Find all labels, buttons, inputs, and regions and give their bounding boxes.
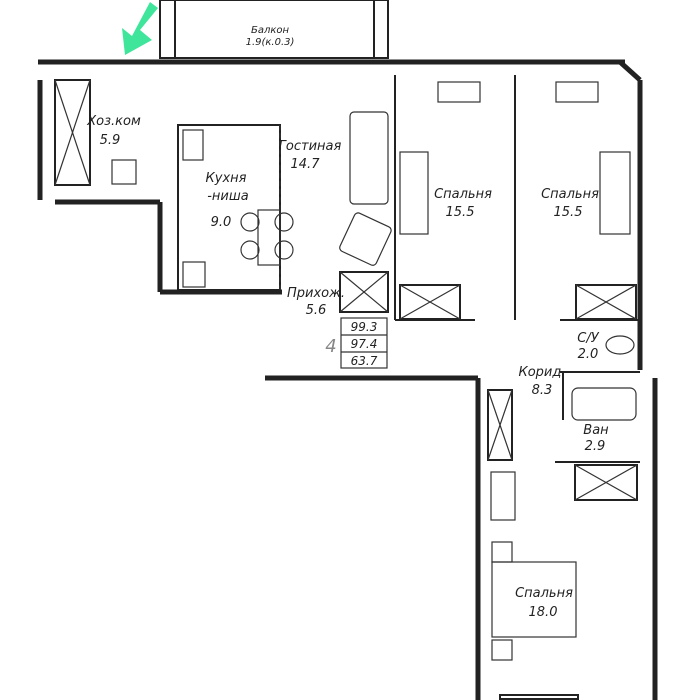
living-area: 63.7: [351, 354, 378, 368]
room-name-2: -ниша: [207, 189, 249, 204]
room-name: Ван: [583, 423, 609, 438]
room-balcony: Балкон 1.9(к.0.3): [246, 25, 295, 48]
room-area: 8.3: [532, 383, 553, 398]
room-area: 2.9: [585, 439, 606, 454]
room-area: 2.0: [578, 347, 599, 362]
room-area: 9.0: [211, 215, 232, 230]
room-area: 5.6: [306, 303, 327, 318]
room-hall: Прихож. 5.6: [287, 286, 345, 318]
room-utility: Хоз.ком 5.9: [86, 114, 141, 148]
arrow-marker-icon: [122, 2, 158, 55]
rooms-count: 4: [325, 336, 336, 357]
room-area: 15.5: [554, 205, 583, 220]
room-bath: Ван 2.9: [583, 423, 609, 454]
room-kitchen: Кухня -ниша 9.0: [206, 171, 249, 230]
area-without-balcony: 97.4: [351, 337, 378, 351]
room-corridor: Корид. 8.3: [518, 365, 565, 398]
room-name: Гостиная: [279, 139, 342, 154]
walls: [37, 59, 658, 700]
room-bedroom-3: Спальня 18.0: [515, 586, 573, 620]
room-name: С/У: [577, 331, 599, 346]
room-name: Балкон: [251, 25, 290, 36]
room-name: Прихож.: [287, 286, 345, 301]
room-name: Спальня: [434, 187, 492, 202]
room-area: 1.9(к.0.3): [246, 37, 295, 48]
room-name: Хоз.ком: [86, 114, 141, 129]
room-wc: С/У 2.0: [577, 331, 599, 362]
room-area: 14.7: [291, 157, 321, 172]
room-name: Спальня: [541, 187, 599, 202]
total-area: 99.3: [351, 320, 378, 334]
room-area: 5.9: [100, 133, 121, 148]
room-name: Спальня: [515, 586, 573, 601]
room-area: 15.5: [446, 205, 475, 220]
balcony: [159, 0, 389, 59]
room-living: Гостиная 14.7: [279, 139, 342, 172]
room-name: Корид.: [518, 365, 565, 380]
area-summary: 4 99.3 97.4 63.7: [325, 317, 388, 369]
furniture: [240, 81, 638, 700]
room-bedroom-2: Спальня 15.5: [541, 187, 599, 220]
room-bedroom-1: Спальня 15.5: [434, 187, 492, 220]
room-name: Кухня: [206, 171, 247, 186]
room-area: 18.0: [529, 605, 558, 620]
